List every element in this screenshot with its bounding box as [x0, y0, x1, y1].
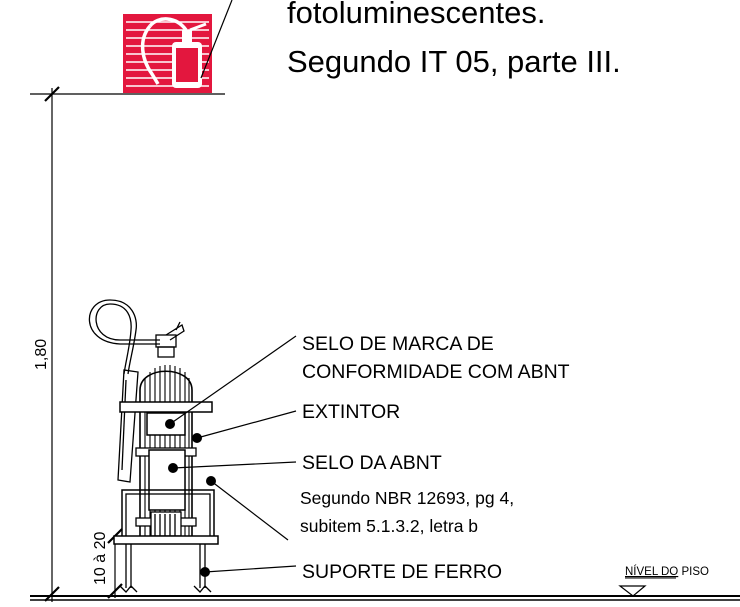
- floor-level-rest: PISO: [678, 566, 709, 578]
- label-norma-2: subitem 5.1.3.2, letra b: [300, 516, 478, 536]
- label-selo-marca-2: CONFORMIDADE COM ABNT: [302, 361, 570, 383]
- label-extintor: EXTINTOR: [302, 401, 400, 423]
- dimension-label-base: 10 à 20: [92, 532, 109, 585]
- label-suporte: SUPORTE DE FERRO: [302, 561, 502, 583]
- dimension-line-total: [30, 86, 225, 602]
- label-selo-marca-1: SELO DE MARCA DE: [302, 333, 494, 355]
- header-line-2: Segundo IT 05, parte III.: [287, 44, 621, 79]
- floor-level-marker: NÍVEL DO PISO: [618, 565, 709, 597]
- leader-dots: [165, 419, 216, 577]
- floor-level-label: NÍVEL DO PISO: [625, 565, 709, 578]
- floor-level-underlined: NÍVEL DO: [625, 565, 678, 578]
- label-norma-1: Segundo NBR 12693, pg 4,: [300, 488, 514, 508]
- floor-line: [30, 595, 740, 601]
- floor-level-arrow-icon: [618, 585, 647, 597]
- label-selo-abnt: SELO DA ABNT: [302, 452, 442, 474]
- fire-extinguisher-sign-icon: [123, 14, 212, 93]
- dimension-label-total: 1,80: [33, 339, 50, 370]
- header-line-1: fotoluminescentes.: [287, 0, 545, 30]
- leader-lines: [169, 335, 297, 573]
- sign-leader-line: [200, 0, 233, 79]
